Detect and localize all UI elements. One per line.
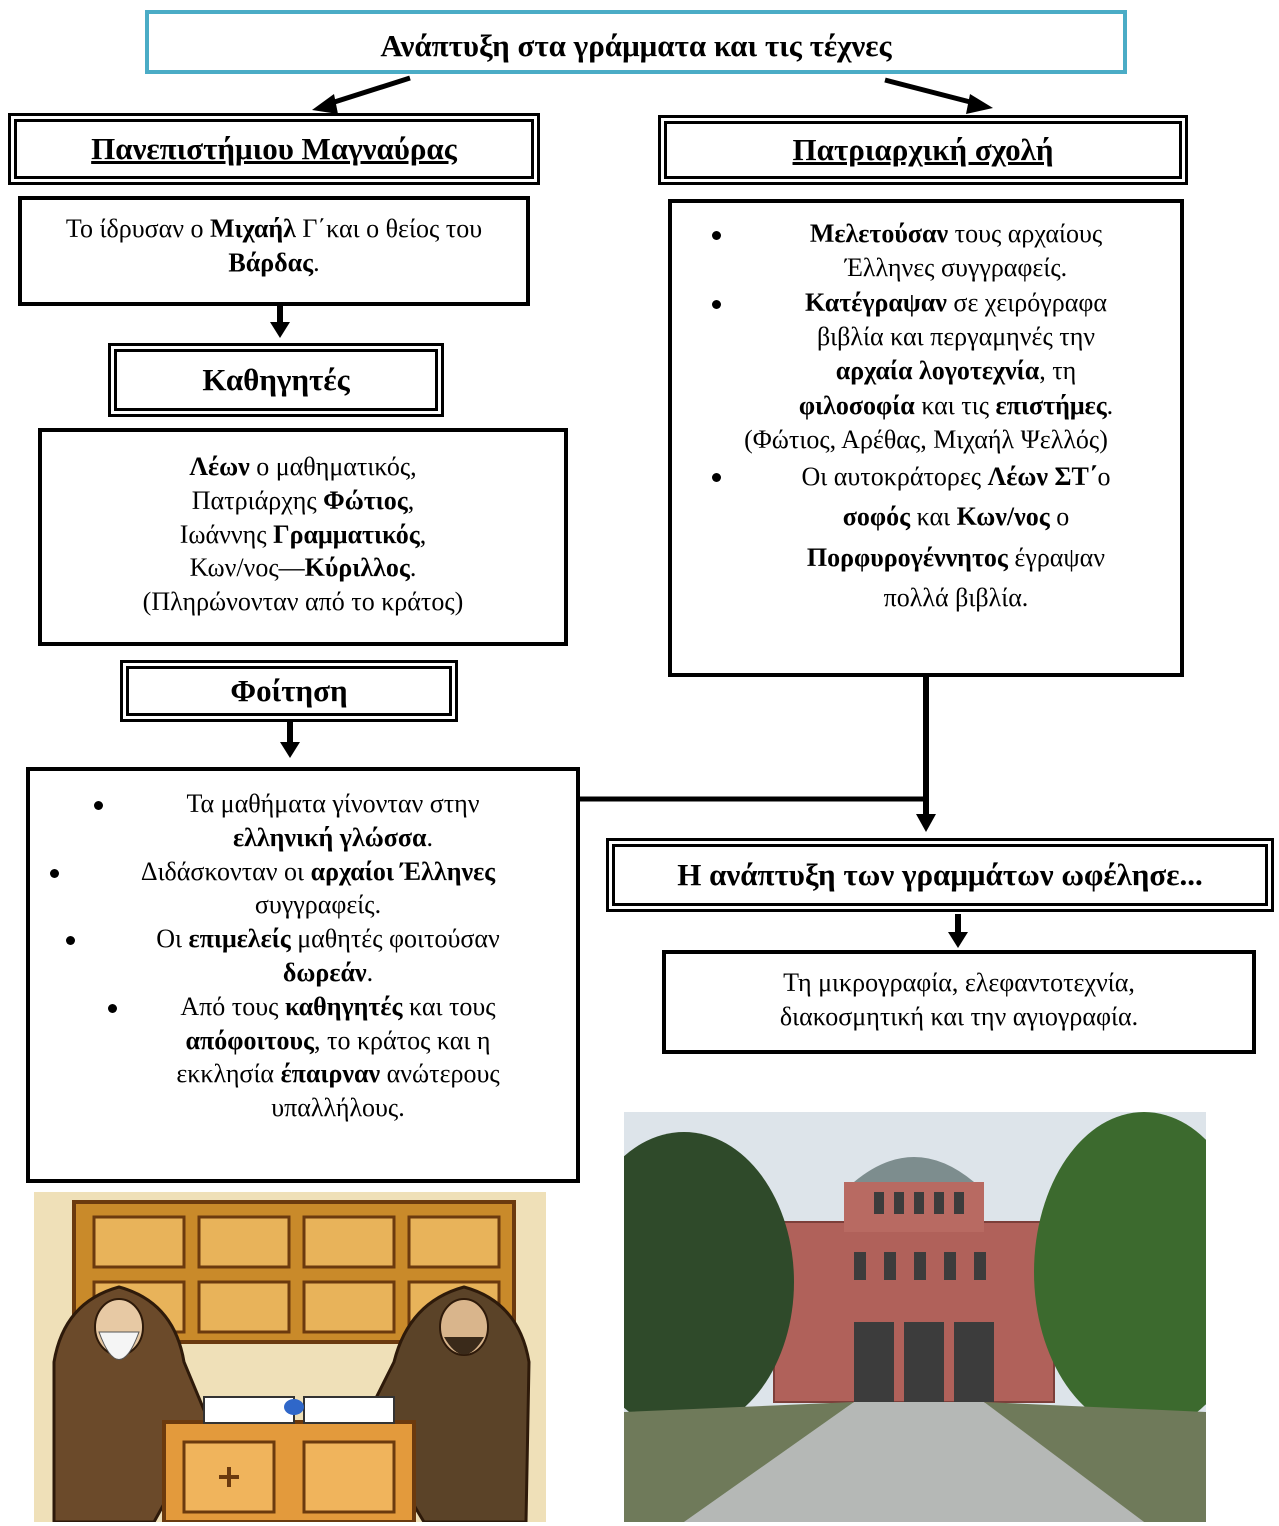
arrow-school-to-benefit-head	[916, 814, 936, 832]
attendance-item-2: Διδάσκονταν οι αρχαίοι Έλληνες συγγραφεί…	[30, 855, 576, 923]
attendance-box: Τα μαθήματα γίνονταν στην ελληνική γλώσσ…	[26, 767, 580, 1183]
arrow-title-to-university-head	[312, 94, 338, 114]
founded-text: Το ίδρυσαν ο Μιχαήλ Γ΄και ο θείος του Βά…	[65, 214, 483, 277]
benefit-box: Τη μικρογραφία, ελεφαντοτεχνία, διακοσμη…	[662, 950, 1256, 1054]
professors-header: Καθηγητές	[202, 362, 350, 397]
church-photo-svg	[624, 1112, 1206, 1522]
professors-note: (Πληρώνονταν από το κράτος)	[142, 587, 464, 617]
professor-3: Ιωάννης Γραμματικός,	[179, 519, 427, 549]
arrow-founded-to-professors-head	[270, 322, 290, 338]
benefit-header: Η ανάπτυξη των γραμμάτων ωφέλησε...	[677, 857, 1203, 892]
attendance-header-box: Φοίτηση	[120, 660, 458, 722]
professor-2: Πατριάρχης Φώτιος,	[191, 485, 415, 515]
university-header-box: Πανεπιστήμιου Μαγναύρας	[8, 113, 540, 185]
school-box: Μελετούσαν τους αρχαίους Έλληνες συγγραφ…	[668, 199, 1184, 677]
attendance-item-4: Από τους καθηγητές και τους απόφοιτους, …	[30, 990, 576, 1125]
arrow-benefit-to-result-head	[948, 932, 968, 948]
benefit-header-box: Η ανάπτυξη των γραμμάτων ωφέλησε...	[606, 838, 1274, 912]
bullet-icon	[712, 473, 721, 483]
benefit-line-2: διακοσμητική και την αγιογραφία.	[779, 1001, 1139, 1031]
bullet-icon	[50, 868, 59, 878]
school-item-3: Οι αυτοκράτορες Λέων ΣΤ΄ο σοφός και Κων/…	[672, 457, 1180, 618]
main-title: Ανάπτυξη στα γράμματα και τις τέχνες	[380, 28, 892, 63]
bullet-icon	[94, 801, 103, 810]
benefit-line-1: Τη μικρογραφία, ελεφαντοτεχνία,	[783, 968, 1135, 997]
school-header-box: Πατριαρχική σχολή	[658, 115, 1188, 185]
bullet-icon	[66, 936, 75, 946]
school-header: Πατριαρχική σχολή	[792, 132, 1054, 167]
school-item-1: Μελετούσαν τους αρχαίους Έλληνες συγγραφ…	[672, 217, 1180, 286]
arrow-title-to-university	[324, 75, 411, 108]
arrow-title-to-school	[884, 77, 979, 107]
attendance-item-3: Οι επιμελείς μαθητές φοιτούσαν δωρεάν.	[30, 922, 576, 990]
church-image	[624, 1112, 1206, 1522]
university-header: Πανεπιστήμιου Μαγναύρας	[91, 131, 457, 166]
main-title-box: Ανάπτυξη στα γράμματα και τις τέχνες	[145, 10, 1127, 74]
bullet-icon	[712, 299, 721, 309]
professors-header-box: Καθηγητές	[108, 343, 444, 417]
arrow-attendance-to-list-head	[280, 742, 300, 758]
founded-box: Το ίδρυσαν ο Μιχαήλ Γ΄και ο θείος του Βά…	[18, 196, 530, 306]
attendance-item-1: Τα μαθήματα γίνονταν στην ελληνική γλώσσ…	[30, 787, 576, 855]
monks-illustration-svg	[34, 1192, 546, 1522]
bullet-icon	[108, 1003, 117, 1013]
bullet-icon	[712, 231, 721, 240]
arrow-title-to-school-head	[966, 94, 993, 114]
professors-box: Λέων ο μαθηματικός, Πατριάρχης Φώτιος, Ι…	[38, 428, 568, 646]
professor-4: Κων/νος—Κύριλλος.	[189, 553, 417, 583]
monks-image	[34, 1192, 546, 1522]
professor-1: Λέων ο μαθηματικός,	[189, 452, 417, 481]
attendance-header: Φοίτηση	[230, 673, 348, 708]
school-item-2: Κατέγραψαν σε χειρόγραφα βιβλία και περγ…	[672, 286, 1180, 458]
